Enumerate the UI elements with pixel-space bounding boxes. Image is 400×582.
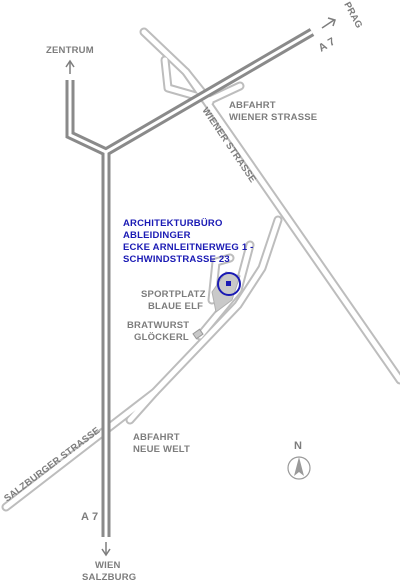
label-abfahrt-neue-1: ABFAHRT (133, 432, 180, 443)
label-office-2: ABLEIDINGER (123, 230, 191, 241)
arrow-zentrum (65, 59, 75, 74)
label-abfahrt-wiener-2: WIENER STRASSE (229, 112, 317, 123)
minor-roads (1, 27, 400, 512)
label-north: N (294, 440, 302, 452)
arrow-wien (101, 542, 111, 557)
label-sportplatz-2: BLAUE ELF (148, 301, 203, 312)
north-arrow-icon (287, 456, 311, 480)
label-abfahrt-neue-2: NEUE WELT (133, 444, 190, 455)
label-bratwurst-1: BRATWURST (127, 320, 189, 331)
label-sportplatz-1: SPORTPLATZ (141, 289, 206, 300)
label-zentrum: ZENTRUM (46, 45, 94, 56)
label-abfahrt-wiener-1: ABFAHRT (229, 100, 276, 111)
label-a7-top: A 7 (317, 36, 338, 55)
bratwurst-building (192, 328, 204, 340)
label-office-4: SCHWINDSTRASSE 23 (123, 254, 230, 265)
circle-marker-icon (217, 272, 241, 296)
label-salzburger-strasse: SALZBURGER STRASSE (2, 425, 102, 504)
label-wien: WIEN (95, 560, 121, 571)
label-prag: PRAG (341, 0, 364, 30)
label-office-1: ARCHITEKTURBÜRO (123, 218, 223, 229)
label-office-3: ECKE ARNLEITNERWEG 1 - (123, 242, 254, 253)
arrow-prag (321, 17, 336, 29)
label-salzburg: SALZBURG (82, 572, 136, 582)
motorway-a7 (65, 28, 315, 537)
label-bratwurst-2: GLÖCKERL (134, 332, 189, 343)
zentrum-spur (65, 80, 108, 157)
label-a7-bottom: A 7 (81, 511, 98, 523)
